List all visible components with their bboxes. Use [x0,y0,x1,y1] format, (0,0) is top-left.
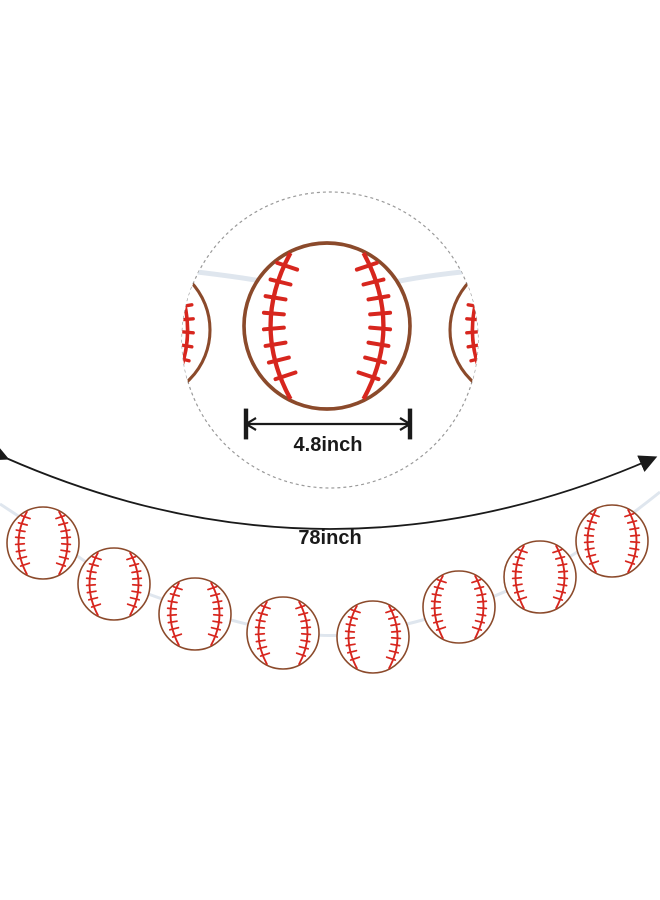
zoom-neighbor-ball-left [182,258,212,402]
length-indicator: 78inch [0,443,658,549]
garland-ball [6,506,80,580]
garland-ball [336,600,410,674]
zoom-neighbor-ball-right [448,258,478,402]
zoom-detail: 4.8inch [181,191,479,489]
garland-ball [246,596,320,670]
garland-ball [158,577,232,651]
garland-ball [422,570,496,644]
length-arc [0,443,658,530]
garland-ball [77,547,151,621]
length-label: 78inch [298,527,361,549]
diameter-label: 4.8inch [294,434,363,456]
zoom-main-baseball [244,243,410,409]
garland-ball [575,504,649,578]
garland-ball [503,540,577,614]
